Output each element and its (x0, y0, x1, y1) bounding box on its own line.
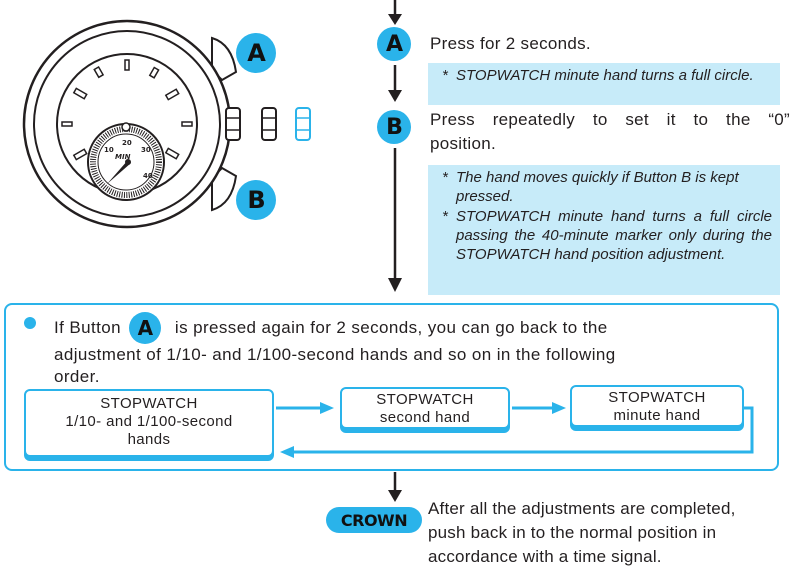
flow-arrow-vertical (388, 0, 402, 292)
flow-box-1-line2: 1/10- and 1/100-second (65, 413, 233, 430)
crown-pulled-out (295, 107, 311, 141)
subdial-number-10: 10 (104, 146, 114, 154)
badge-b-step: B (377, 110, 411, 144)
flow-box-2-line1: STOPWATCH (376, 391, 474, 408)
hour-markers (61, 59, 193, 161)
step-a-note: *STOPWATCH minute hand turns a full circ… (428, 63, 780, 105)
button-a-pusher (211, 36, 238, 82)
step-b-text-line1: Press repeatedly to set it to the “0” (430, 110, 790, 129)
step-b-text-line2: position. (430, 134, 497, 153)
crown-normal-1 (225, 107, 241, 141)
step-a-text: Press for 2 seconds. (430, 34, 591, 53)
crown-label: CROWN (326, 507, 422, 533)
crown-normal-2 (261, 107, 277, 141)
flow-box-1-line1: STOPWATCH (100, 395, 198, 412)
step-a-note-text: STOPWATCH minute hand turns a full circl… (456, 67, 754, 84)
flow-box-1-line3: hands (127, 431, 171, 448)
badge-b-watch: B (236, 180, 276, 220)
subdial-number-30: 30 (141, 146, 151, 154)
flow-box-3-line2: minute hand (613, 407, 701, 424)
panel-text-line3: order. (54, 367, 100, 386)
panel-text-before: If Button (54, 318, 121, 337)
subdial-number-20: 20 (122, 139, 132, 147)
subdial-hand (107, 160, 131, 184)
badge-a-watch: A (236, 33, 276, 73)
flow-box-1-10-100-second: STOPWATCH 1/10- and 1/100-second hands (24, 389, 274, 457)
step-b-notes: *The hand moves quickly if Button B is k… (428, 165, 780, 295)
final-line3: accordance with a time signal. (428, 547, 662, 566)
flow-box-3-line1: STOPWATCH (608, 389, 706, 406)
subdial-unit-label: MIN (115, 153, 131, 161)
final-line1: After all the adjustments are completed, (428, 499, 736, 518)
watch-illustration: 10 20 30 40 MIN (22, 19, 311, 229)
flow-box-2-line2: second hand (379, 409, 471, 426)
badge-a-step: A (377, 27, 411, 61)
final-instruction: After all the adjustments are completed,… (428, 497, 736, 569)
subdial-number-40: 40 (143, 172, 153, 180)
flow-box-2-second-hand: STOPWATCH second hand (340, 387, 510, 429)
step-b-note-1: The hand moves quickly if Button B is ke… (456, 169, 739, 205)
bullet-dot (24, 317, 36, 329)
panel-text-line2: adjustment of 1/10- and 1/100-second han… (54, 345, 616, 364)
flow-box-3-minute-hand: STOPWATCH minute hand (570, 385, 744, 427)
badge-a-inline: A (128, 312, 161, 344)
final-line2: push back in to the normal position in (428, 523, 717, 542)
button-b-pusher (211, 166, 238, 212)
step-b-note-2: STOPWATCH minute hand turns a full circl… (456, 208, 772, 263)
panel-text-after: is pressed again for 2 seconds, you can … (174, 318, 608, 337)
panel-text: If Button A is pressed again for 2 secon… (54, 312, 759, 388)
